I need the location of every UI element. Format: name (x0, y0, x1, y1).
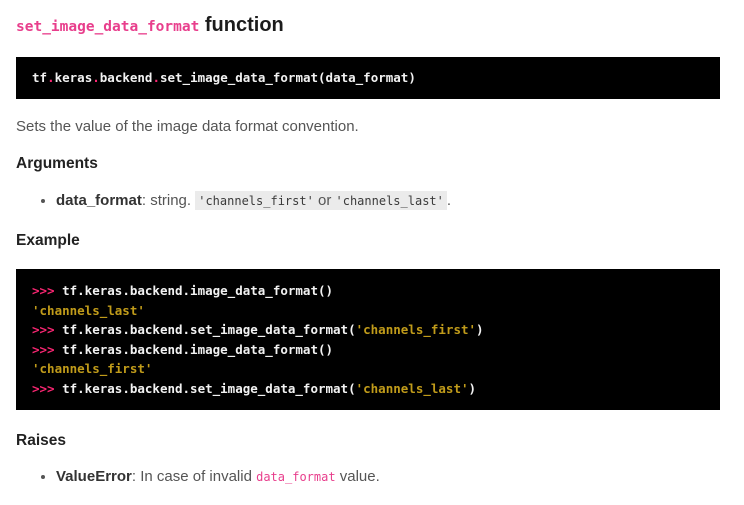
code-token: tf.keras.backend.set_image_data_format( (62, 380, 356, 396)
string-literal: 'channels_last' (32, 302, 145, 318)
page-title-suffix: function (199, 14, 284, 36)
raises-list: ValueError: In case of invalid data_form… (16, 467, 720, 487)
string-literal: 'channels_last' (355, 380, 469, 396)
code-dot-token: . (47, 70, 55, 85)
repl-prompt: >>> (32, 322, 63, 337)
inline-code-highlight: 'channels_first' or 'channels_last' (195, 191, 447, 210)
inline-code-data-format: data_format (256, 470, 336, 484)
code-token: tf (32, 70, 48, 85)
string-literal: 'channels_first' (355, 322, 477, 337)
argument-end-text: . (446, 192, 452, 209)
code-line: >>> tf.keras.backend.image_data_format() (32, 281, 704, 301)
code-token: set_image_data_format(data_format) (159, 70, 416, 85)
string-literal: 'channels_first' (32, 361, 153, 376)
argument-item: data_format: string. 'channels_first' or… (56, 191, 720, 211)
code-line: 'channels_last' (32, 301, 704, 321)
raises-item: ValueError: In case of invalid data_form… (56, 467, 720, 487)
repl-prompt: >>> (32, 283, 63, 298)
example-code-block: >>> tf.keras.backend.image_data_format()… (16, 269, 720, 410)
page-title: set_image_data_format function (16, 13, 720, 39)
raises-end-text: value. (335, 468, 380, 485)
exception-name: ValueError (56, 468, 132, 485)
code-token: ) (476, 322, 484, 337)
repl-prompt: >>> (32, 341, 63, 357)
inline-code-channels-first: 'channels_first' (198, 194, 314, 208)
function-name-code: set_image_data_format (16, 19, 200, 35)
code-token: tf.keras.backend.image_data_format() (62, 341, 334, 357)
code-line: >>> tf.keras.backend.image_data_format() (32, 340, 704, 360)
code-line: >>> tf.keras.backend.set_image_data_form… (32, 320, 704, 340)
argument-name: data_format (56, 192, 142, 209)
inline-code-channels-last: 'channels_last' (335, 194, 444, 208)
code-dot-token: . (152, 70, 160, 85)
code-token: keras (54, 70, 93, 85)
example-heading: Example (16, 232, 80, 249)
code-token: ) (468, 380, 477, 396)
argument-separator-text: : string. (141, 192, 196, 209)
arguments-list: data_format: string. 'channels_first' or… (16, 191, 720, 211)
raises-heading: Raises (16, 432, 66, 449)
code-token: tf.keras.backend.image_data_format() (62, 283, 334, 298)
arguments-heading: Arguments (16, 155, 98, 172)
conjunction-text: or (313, 192, 336, 209)
repl-prompt: >>> (32, 380, 63, 396)
signature-code-block: tf.keras.backend.set_image_data_format(d… (16, 57, 720, 99)
code-line: >>> tf.keras.backend.set_image_data_form… (32, 379, 704, 399)
code-line: 'channels_first' (32, 359, 704, 379)
raises-mid-text: : In case of invalid (131, 468, 257, 485)
code-token: tf.keras.backend.set_image_data_format( (62, 322, 356, 337)
description-text: Sets the value of the image data format … (16, 118, 359, 135)
code-token: backend (99, 70, 153, 85)
code-dot-token: . (92, 70, 100, 85)
doc-page: set_image_data_format function tf.keras.… (0, 0, 744, 487)
